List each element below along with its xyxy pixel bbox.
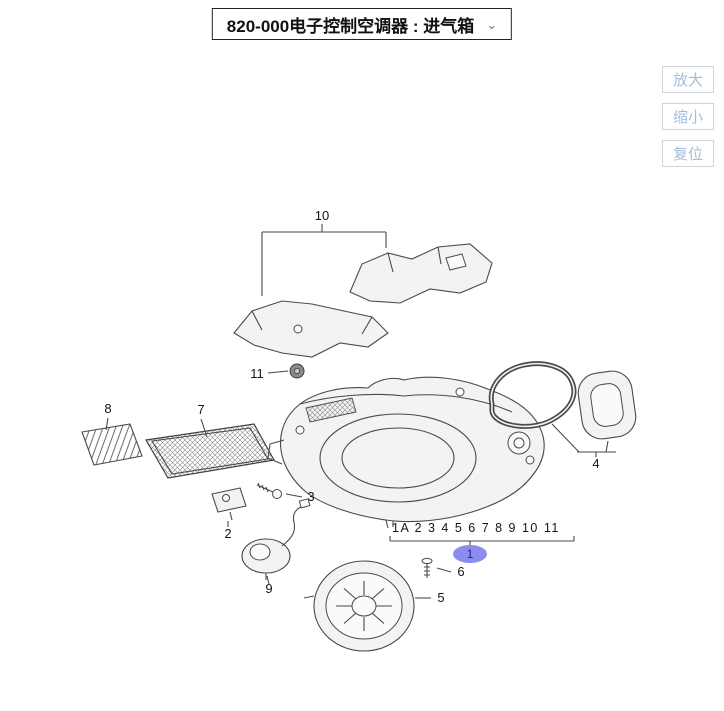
callout-11-leader <box>267 370 289 374</box>
callout-6-label[interactable]: 6 <box>457 564 464 579</box>
bracket-part[interactable] <box>211 487 247 521</box>
callout-9[interactable]: 9 <box>265 575 273 596</box>
main-housing[interactable] <box>267 376 545 529</box>
callout-4-label[interactable]: 4 <box>592 456 599 471</box>
part-index-bracket <box>389 536 575 546</box>
callout-10-leader <box>261 224 387 296</box>
zoom-toolbar: 放大 缩小 复位 <box>662 66 714 167</box>
zoom-in-button[interactable]: 放大 <box>662 66 714 93</box>
cover-panel-lower[interactable] <box>233 300 389 358</box>
grommet-part[interactable] <box>289 363 305 379</box>
selected-part-marker[interactable]: 1 <box>453 545 487 563</box>
callout-7-label[interactable]: 7 <box>197 402 204 417</box>
actuator-part[interactable] <box>241 498 311 580</box>
callout-2-label[interactable]: 2 <box>224 526 231 541</box>
callout-6-leader <box>436 567 452 573</box>
seal-ring-part[interactable] <box>488 361 577 429</box>
callout-8-leader <box>105 417 109 431</box>
callout-11-label[interactable]: 11 <box>250 366 264 381</box>
callout-5-label[interactable]: 5 <box>437 590 444 605</box>
zoom-out-button[interactable]: 缩小 <box>662 103 714 130</box>
callout-4[interactable]: 4 <box>551 423 616 471</box>
callout-9-label[interactable]: 9 <box>265 581 272 596</box>
reset-view-button[interactable]: 复位 <box>662 140 714 167</box>
screw-part-6[interactable] <box>421 557 433 578</box>
part-index-text[interactable]: 1A 2 3 4 5 6 7 8 9 10 11 <box>392 521 560 535</box>
callout-8-label[interactable]: 8 <box>104 401 111 416</box>
callout-8[interactable]: 8 <box>104 401 112 431</box>
cabin-filter-part[interactable] <box>145 423 275 479</box>
callout-3[interactable]: 3 <box>285 489 315 504</box>
callout-9-leader <box>266 575 270 585</box>
cover-panel-upper[interactable] <box>349 243 493 304</box>
part-index-list[interactable]: 1A 2 3 4 5 6 7 8 9 10 11 <box>389 521 575 546</box>
callout-10-label[interactable]: 10 <box>315 208 329 223</box>
screw-part-3[interactable] <box>256 482 282 499</box>
callout-6[interactable]: 6 <box>436 564 465 579</box>
callout-3-leader <box>285 493 303 498</box>
chevron-down-icon: ⌄ <box>486 16 498 32</box>
assembly-title-dropdown[interactable]: 820-000电子控制空调器 : 进气箱 ⌄ <box>211 8 513 40</box>
blower-motor-part[interactable] <box>303 560 415 652</box>
callout-10[interactable]: 10 <box>261 208 387 296</box>
callout-11[interactable]: 11 <box>250 366 289 381</box>
selected-part-highlight[interactable] <box>453 545 487 563</box>
callout-5[interactable]: 5 <box>415 590 445 605</box>
callout-7-leader <box>200 418 208 438</box>
seal-frame-part[interactable] <box>576 369 639 442</box>
callout-3-label[interactable]: 3 <box>307 489 314 504</box>
callout-2[interactable]: 2 <box>224 521 232 541</box>
selected-part-number[interactable]: 1 <box>467 547 474 561</box>
callout-4-leader <box>551 423 616 457</box>
grille-part[interactable] <box>81 423 143 466</box>
assembly-title: 820-000电子控制空调器 : 进气箱 <box>226 16 475 36</box>
callout-7[interactable]: 7 <box>197 402 208 438</box>
